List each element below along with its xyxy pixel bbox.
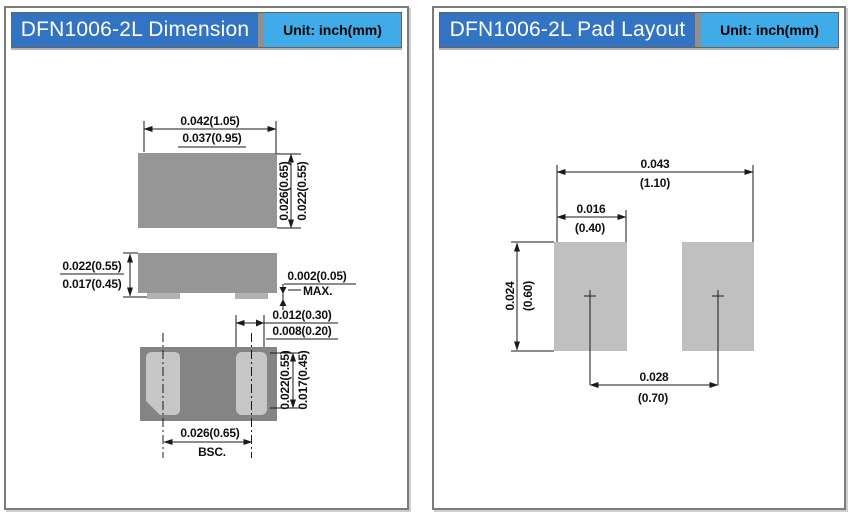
pad-width-mm-label: (0.40) (575, 221, 605, 235)
bottom-view: 0.012(0.30) 0.008(0.20) 0.022(0.55) 0.01… (140, 308, 338, 459)
dimension-panel: DFN1006-2L Dimension Unit: inch(mm) (4, 6, 409, 510)
overall-width-dimension: 0.043 (1.10) (556, 157, 754, 242)
terminal-width-dimension: 0.012(0.30) 0.008(0.20) (235, 308, 338, 347)
dimension-drawing: 0.042(1.05) 0.037(0.95) 0.026(0.65) 0.02… (60, 114, 356, 459)
dimension-unit-badge: Unit: inch(mm) (264, 13, 401, 47)
terminal-height-lower-label: 0.017(0.45) (296, 350, 310, 409)
pad-layout-drawing: 0.043 (1.10) 0.016 (0.40) 0.024 (0.60) (503, 157, 754, 405)
pad-pitch-dimension: 0.028 (0.70) (589, 302, 719, 405)
standoff-dimension: 0.002(0.05) MAX. (279, 269, 356, 310)
side-height-upper-label: 0.022(0.55) (62, 259, 121, 273)
pad-height-inch-label: 0.024 (503, 281, 517, 311)
bottom-pad-right (236, 352, 267, 415)
pad-layout-panel-title: DFN1006-2L Pad Layout (440, 13, 695, 47)
side-height-dimension: 0.022(0.55) 0.017(0.45) (60, 252, 147, 298)
terminal-height-dimension: 0.022(0.55) 0.017(0.45) (270, 350, 310, 410)
terminal-pitch-label: 0.026(0.65) (180, 426, 239, 440)
side-view: 0.022(0.55) 0.017(0.45) 0.002(0.05) MAX. (60, 252, 356, 310)
standoff-label: 0.002(0.05) (287, 269, 346, 283)
pad-layout-unit-badge: Unit: inch(mm) (701, 13, 838, 47)
terminal-left (147, 293, 180, 299)
pad-height-dimension: 0.024 (0.60) (503, 241, 554, 352)
pad-layout-panel-header: DFN1006-2L Pad Layout Unit: inch(mm) (439, 12, 839, 48)
top-width-dimension: 0.042(1.05) 0.037(0.95) (143, 114, 277, 154)
pad-width-dimension: 0.016 (0.40) (556, 202, 627, 242)
side-height-lower-label: 0.017(0.45) (62, 277, 121, 291)
pad-center-marks (584, 290, 724, 302)
pad-pitch-inch-label: 0.028 (639, 370, 669, 384)
top-width-upper-label: 0.042(1.05) (180, 114, 239, 128)
top-width-lower-label: 0.037(0.95) (182, 131, 241, 145)
terminal-pitch-dimension: 0.026(0.65) BSC. (163, 426, 253, 459)
pad-layout-panel: DFN1006-2L Pad Layout Unit: inch(mm) 0.0… (432, 6, 846, 510)
dimension-panel-header: DFN1006-2L Dimension Unit: inch(mm) (11, 12, 402, 48)
overall-width-inch-label: 0.043 (640, 157, 670, 171)
top-height-inner-label: 0.022(0.55) (295, 161, 309, 220)
terminal-height-upper-label: 0.022(0.55) (278, 350, 292, 409)
top-view: 0.042(1.05) 0.037(0.95) 0.026(0.65) 0.02… (138, 114, 309, 229)
header-separator (695, 13, 701, 47)
top-height-outer-label: 0.026(0.65) (277, 161, 291, 220)
bottom-pad-left (146, 352, 180, 415)
pad-height-mm-label: (0.60) (521, 281, 535, 311)
dimension-panel-title: DFN1006-2L Dimension (12, 13, 258, 47)
terminal-width-lower-label: 0.008(0.20) (272, 324, 331, 338)
header-separator (258, 13, 264, 47)
package-body-side-view (138, 253, 277, 293)
pad-width-inch-label: 0.016 (576, 202, 606, 216)
top-height-dimension: 0.026(0.65) 0.022(0.55) (277, 153, 309, 229)
overall-width-mm-label: (1.10) (640, 176, 670, 190)
terminal-pitch-qualifier-label: BSC. (198, 445, 226, 459)
terminal-right (235, 293, 268, 299)
pad-pitch-mm-label: (0.70) (638, 391, 668, 405)
terminal-width-upper-label: 0.012(0.30) (272, 308, 331, 322)
standoff-qualifier-label: MAX. (303, 284, 332, 298)
package-body-top-view (138, 153, 277, 228)
